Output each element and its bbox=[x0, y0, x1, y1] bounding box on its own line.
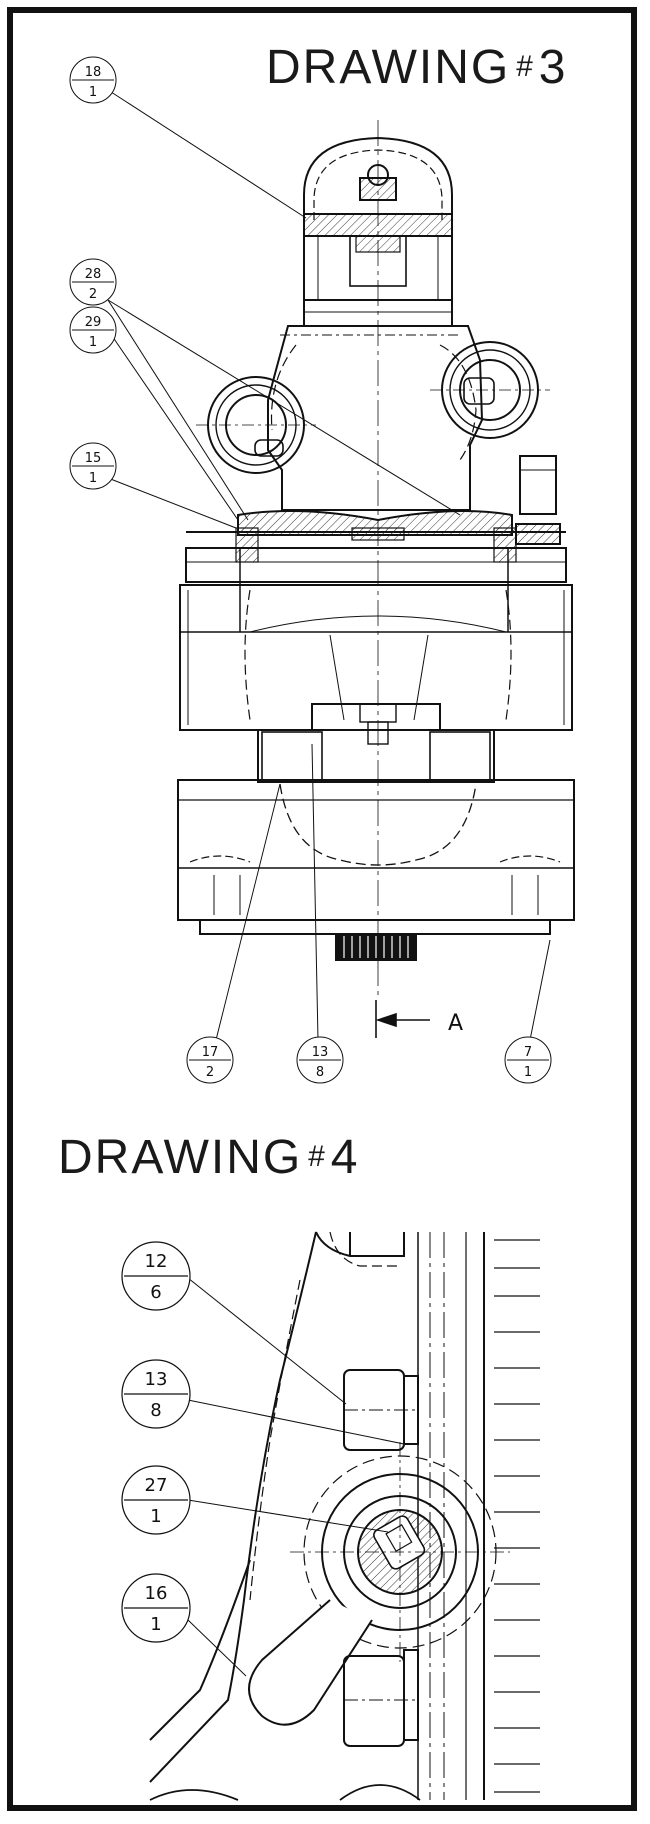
drawing-3-assembly bbox=[177, 120, 575, 1038]
drawing-4-title: DRAWING#4 bbox=[58, 1131, 360, 1184]
dome-cap bbox=[303, 136, 453, 327]
svg-text:13: 13 bbox=[145, 1369, 168, 1390]
balloon-27: 27 1 bbox=[121, 1465, 191, 1535]
balloon-12: 12 6 bbox=[121, 1241, 191, 1311]
scale-ticks bbox=[494, 1239, 540, 1793]
svg-text:1: 1 bbox=[150, 1614, 161, 1635]
drawing-3-balloons: 18 1 28 2 29 1 15 1 17 2 13 8 7 1 bbox=[69, 56, 552, 1084]
balloon-7: 7 1 bbox=[504, 1036, 552, 1084]
drawing-4-detail bbox=[149, 1231, 540, 1801]
svg-text:17: 17 bbox=[202, 1045, 219, 1060]
svg-text:1: 1 bbox=[524, 1065, 532, 1080]
balloon-28: 28 2 bbox=[69, 258, 117, 306]
upper-housing bbox=[179, 547, 573, 745]
drawing-3-leaders bbox=[107, 89, 551, 1041]
svg-text:29: 29 bbox=[85, 315, 102, 330]
svg-text:2: 2 bbox=[206, 1065, 214, 1080]
svg-text:1: 1 bbox=[89, 85, 97, 100]
lower-bolt bbox=[343, 1655, 405, 1747]
view-label-a: A bbox=[448, 1011, 463, 1036]
balloon-17: 17 2 bbox=[186, 1036, 234, 1084]
drawing-4-leaders bbox=[187, 1277, 405, 1677]
balloon-16: 16 1 bbox=[121, 1573, 191, 1643]
svg-text:2: 2 bbox=[89, 287, 97, 302]
balloon-13: 13 8 bbox=[121, 1359, 191, 1429]
svg-text:6: 6 bbox=[150, 1282, 161, 1303]
balloon-18: 18 1 bbox=[69, 56, 117, 104]
balloon-15: 15 1 bbox=[69, 442, 117, 490]
drawing-4-balloons: 12 6 13 8 27 1 16 1 bbox=[121, 1241, 191, 1643]
svg-text:18: 18 bbox=[85, 65, 102, 80]
svg-text:1: 1 bbox=[150, 1506, 161, 1527]
lower-housing bbox=[177, 729, 575, 961]
svg-text:1: 1 bbox=[89, 471, 97, 486]
svg-text:16: 16 bbox=[145, 1583, 168, 1604]
svg-text:27: 27 bbox=[145, 1475, 168, 1496]
svg-text:8: 8 bbox=[150, 1400, 161, 1421]
lever-handle bbox=[248, 1599, 373, 1726]
section-arrow-a bbox=[375, 1000, 430, 1038]
drawing-3-title: DRAWING#3 bbox=[266, 41, 568, 94]
svg-text:28: 28 bbox=[85, 267, 102, 282]
balloon-13: 13 8 bbox=[296, 1036, 344, 1084]
svg-text:12: 12 bbox=[145, 1251, 168, 1272]
valve-body bbox=[196, 325, 557, 515]
svg-text:7: 7 bbox=[524, 1045, 532, 1060]
svg-text:15: 15 bbox=[85, 451, 102, 466]
svg-text:8: 8 bbox=[316, 1065, 324, 1080]
sheet-border bbox=[7, 7, 637, 1811]
svg-text:13: 13 bbox=[312, 1045, 329, 1060]
svg-text:1: 1 bbox=[89, 335, 97, 350]
balloon-29: 29 1 bbox=[69, 306, 117, 354]
diaphragm-plate bbox=[186, 510, 566, 563]
